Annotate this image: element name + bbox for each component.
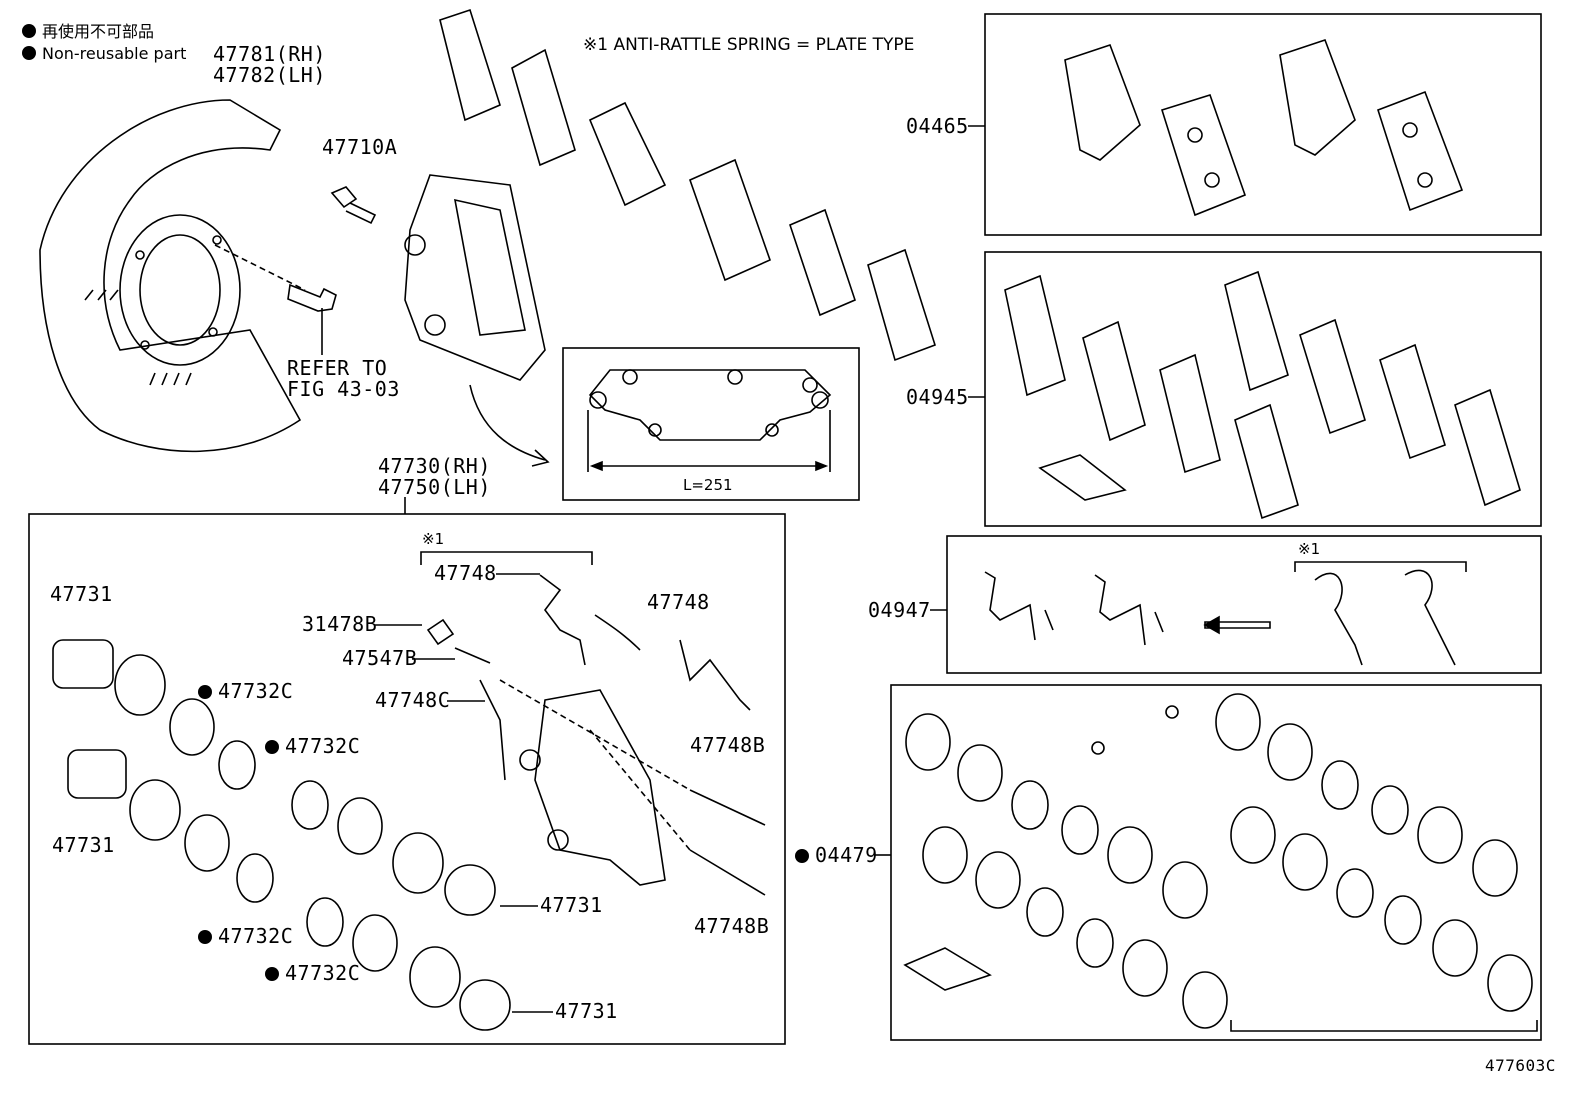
pad-shim-row-top xyxy=(439,8,936,362)
non-reusable-dot-icon xyxy=(198,685,212,699)
label-47731-c[interactable]: 47731 xyxy=(540,893,603,917)
label-47732C-c[interactable]: 47732C xyxy=(198,926,293,946)
dust-cover-bolt xyxy=(287,283,337,312)
pins-and-bleeder xyxy=(426,618,766,896)
label-47732C-d[interactable]: 47732C xyxy=(265,963,360,983)
kit-04947-bracket xyxy=(1294,561,1467,572)
label-47732C-c-text: 47732C xyxy=(218,924,294,948)
label-47748B-b[interactable]: 47748B xyxy=(694,914,770,938)
legend-jp: 再使用不可部品 xyxy=(22,18,154,42)
legend-jp-text: 再使用不可部品 xyxy=(42,22,155,41)
legend-en: Non-reusable part xyxy=(22,44,186,63)
spring-kit-04947-box xyxy=(946,535,1542,674)
label-47732C-a-text: 47732C xyxy=(218,679,294,703)
pad-set-04465 xyxy=(1064,38,1464,217)
non-reusable-dot-icon xyxy=(22,46,36,60)
seal-kit-bracket xyxy=(1230,1020,1538,1032)
dashed-install-lines xyxy=(499,679,691,851)
caliper-front-view xyxy=(588,369,832,441)
dimension-label: L=251 xyxy=(683,476,733,494)
label-31478B[interactable]: 31478B xyxy=(302,612,378,636)
seal-kit-04479-box xyxy=(890,684,1542,1041)
label-47731-b[interactable]: 47731 xyxy=(52,833,115,857)
legend-en-text: Non-reusable part xyxy=(42,44,187,63)
label-47782[interactable]: 47782(LH) xyxy=(213,63,326,87)
dimension-box xyxy=(562,347,860,501)
bolt-leader xyxy=(214,244,306,291)
shim-set-04945 xyxy=(1004,270,1521,520)
label-04945[interactable]: 04945 xyxy=(906,385,969,409)
non-reusable-dot-icon xyxy=(265,967,279,981)
label-47748B-a[interactable]: 47748B xyxy=(690,733,766,757)
caliper-assembly-box xyxy=(28,513,786,1045)
label-04465[interactable]: 04465 xyxy=(906,114,969,138)
refer-line1: REFER TO xyxy=(287,356,388,380)
caliper-body-top xyxy=(404,174,546,381)
spring-bracket-47748 xyxy=(420,551,593,565)
label-04479[interactable]: 04479 xyxy=(795,845,878,865)
spring-kit-mark: ※1 xyxy=(1298,540,1321,558)
label-47547B[interactable]: 47547B xyxy=(342,646,418,670)
non-reusable-dot-icon xyxy=(795,849,809,863)
label-47730[interactable]: 47730(RH) xyxy=(378,454,491,478)
caliper-bolt xyxy=(330,186,377,225)
label-47748C[interactable]: 47748C xyxy=(375,688,451,712)
label-47731-d[interactable]: 47731 xyxy=(555,999,618,1023)
seal-kit-04479-parts xyxy=(903,693,1533,1029)
label-47750[interactable]: 47750(LH) xyxy=(378,475,491,499)
caliper-body-exploded xyxy=(519,689,666,886)
pad-kit-04465-box xyxy=(984,13,1542,236)
label-47748-b[interactable]: 47748 xyxy=(647,590,710,614)
figure-id: 477603C xyxy=(1485,1056,1556,1075)
non-reusable-dot-icon xyxy=(265,740,279,754)
spring-arrow xyxy=(594,614,641,651)
install-arrow xyxy=(469,384,546,461)
label-04947[interactable]: 04947 xyxy=(868,598,931,622)
label-47710A[interactable]: 47710A xyxy=(322,135,398,159)
label-47731-a[interactable]: 47731 xyxy=(50,582,113,606)
spring-mark: ※1 xyxy=(422,530,445,548)
dust-cover-drawing xyxy=(39,99,302,453)
label-47732C-b-text: 47732C xyxy=(285,734,361,758)
label-04479-text: 04479 xyxy=(815,843,878,867)
spring-set-04947 xyxy=(984,569,1456,666)
pad-kit-04945-box xyxy=(984,251,1542,527)
label-47732C-a[interactable]: 47732C xyxy=(198,681,293,701)
pistons-and-seals xyxy=(52,639,511,1031)
non-reusable-dot-icon xyxy=(198,930,212,944)
label-47748-a[interactable]: 47748 xyxy=(434,561,497,585)
label-47781[interactable]: 47781(RH) xyxy=(213,42,326,66)
refer-line2: FIG 43-03 xyxy=(287,377,400,401)
spring-47748-shape xyxy=(539,574,586,666)
spring-note: ※1 ANTI-RATTLE SPRING = PLATE TYPE xyxy=(583,35,915,55)
spring-47748b-shape xyxy=(679,639,751,711)
label-47732C-d-text: 47732C xyxy=(285,961,361,985)
label-47732C-b[interactable]: 47732C xyxy=(265,736,360,756)
non-reusable-dot-icon xyxy=(22,24,36,38)
dimension-line xyxy=(587,410,831,472)
